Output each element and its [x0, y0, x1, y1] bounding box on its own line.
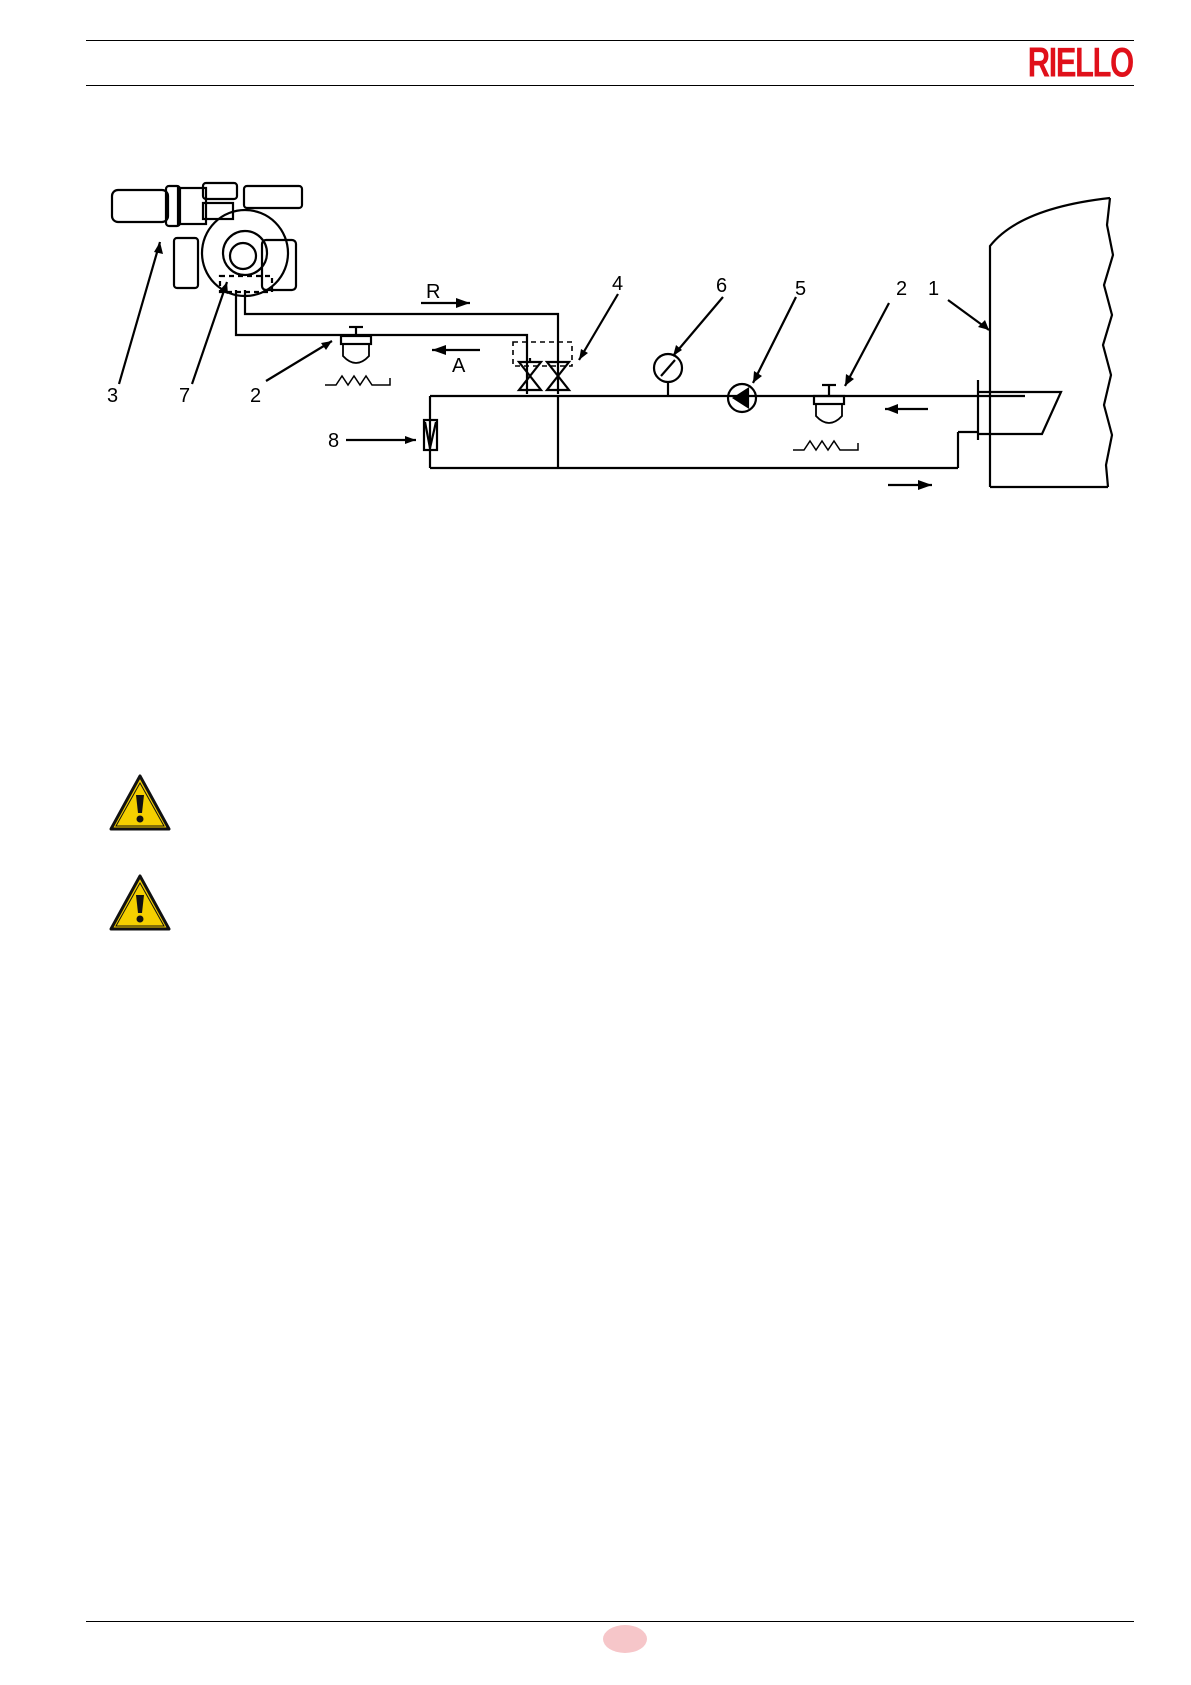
callout-1: 1: [928, 278, 939, 300]
warning-triangle-icon: [108, 873, 172, 933]
callout-2-main: 2: [896, 278, 907, 300]
valve-pair: [513, 342, 572, 390]
page-number-badge: [603, 1625, 647, 1653]
pump: [728, 384, 756, 412]
warning-triangle-icon: [108, 773, 172, 833]
tank-drawing: [978, 198, 1113, 487]
callout-3: 3: [107, 385, 118, 407]
callout-6: 6: [716, 275, 727, 297]
return-line: [245, 290, 558, 394]
burner-drawing: [112, 183, 302, 296]
callout-8: 8: [328, 430, 339, 452]
callout-2-suction: 2: [250, 385, 261, 407]
pressure-gauge: [654, 354, 682, 396]
footer-rule: [86, 1621, 1134, 1622]
callout-4: 4: [612, 273, 623, 295]
filter-main: [793, 385, 858, 450]
fuel-supply-diagram: 1 2 2 3 4 5 6 7 8 R A: [0, 0, 1191, 520]
suction-line: [236, 290, 527, 394]
callout-5: 5: [795, 278, 806, 300]
callout-7: 7: [179, 385, 190, 407]
flow-label-r: R: [426, 281, 440, 303]
flow-label-a: A: [452, 355, 466, 377]
